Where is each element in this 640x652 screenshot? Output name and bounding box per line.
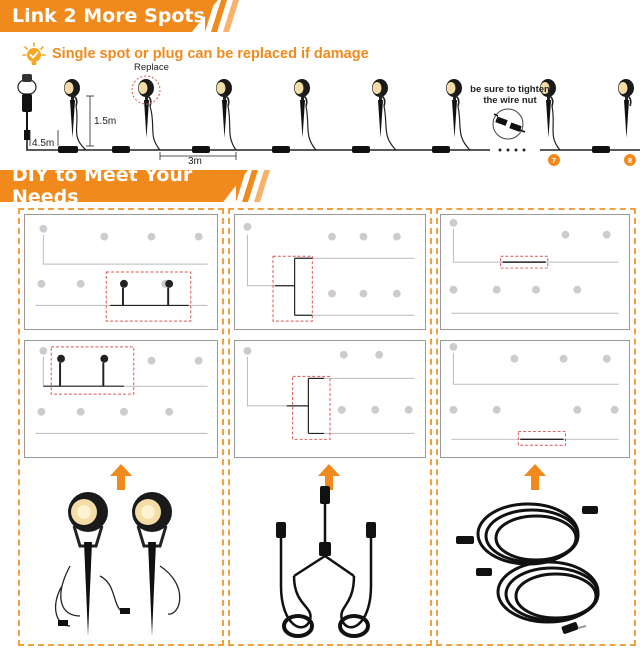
spotlight-chain-diagram (17, 74, 640, 160)
arrow-up-icon (110, 464, 132, 490)
tighten-note-line-2: the wire nut (483, 95, 537, 106)
diy-diagram-spot-extension-2 (24, 340, 218, 458)
dimension-1-5m: 1.5m (94, 116, 117, 127)
arrow-up-icon (318, 464, 340, 490)
tighten-wire-nut-note: be sure to tighten the wire nut (466, 84, 554, 106)
replace-label: Replace (134, 62, 169, 73)
y-splitter-cable-product (276, 486, 376, 638)
spotlight-pair-product (54, 492, 181, 636)
diy-diagram-extension-cable-2 (440, 340, 630, 458)
diy-column-spotlights (18, 208, 224, 646)
diy-banner: DIY to Meet Your Needs (0, 170, 248, 202)
diy-column-extension-cable (436, 208, 636, 646)
banner-stripes-decoration (205, 0, 239, 32)
lightbulb-check-icon (22, 42, 46, 65)
dimension-3m: 3m (188, 156, 202, 167)
diy-diagram-splitter-2 (234, 340, 426, 458)
extension-cable-coils-product (456, 502, 600, 634)
banner-title: Link 2 More Spots (12, 5, 205, 27)
spot-number-badge-7: 7 (548, 154, 560, 166)
tighten-note-line-1: be sure to tighten (470, 84, 550, 95)
diy-column-splitter (228, 208, 432, 646)
spot-number-badge-8: 8 (624, 154, 636, 166)
diy-diagram-extension-cable-1 (440, 214, 630, 330)
diy-banner-title: DIY to Meet Your Needs (12, 164, 193, 208)
replace-tip-text: Single spot or plug can be replaced if d… (52, 46, 369, 62)
diy-diagram-splitter-1 (234, 214, 426, 330)
diy-banner-stripes-decoration (236, 170, 270, 202)
diy-diagram-spot-extension-1 (24, 214, 218, 330)
dimension-4-5m: 4.5m (32, 138, 55, 149)
arrow-up-icon (524, 464, 546, 490)
link-more-spots-banner: Link 2 More Spots (0, 0, 218, 32)
